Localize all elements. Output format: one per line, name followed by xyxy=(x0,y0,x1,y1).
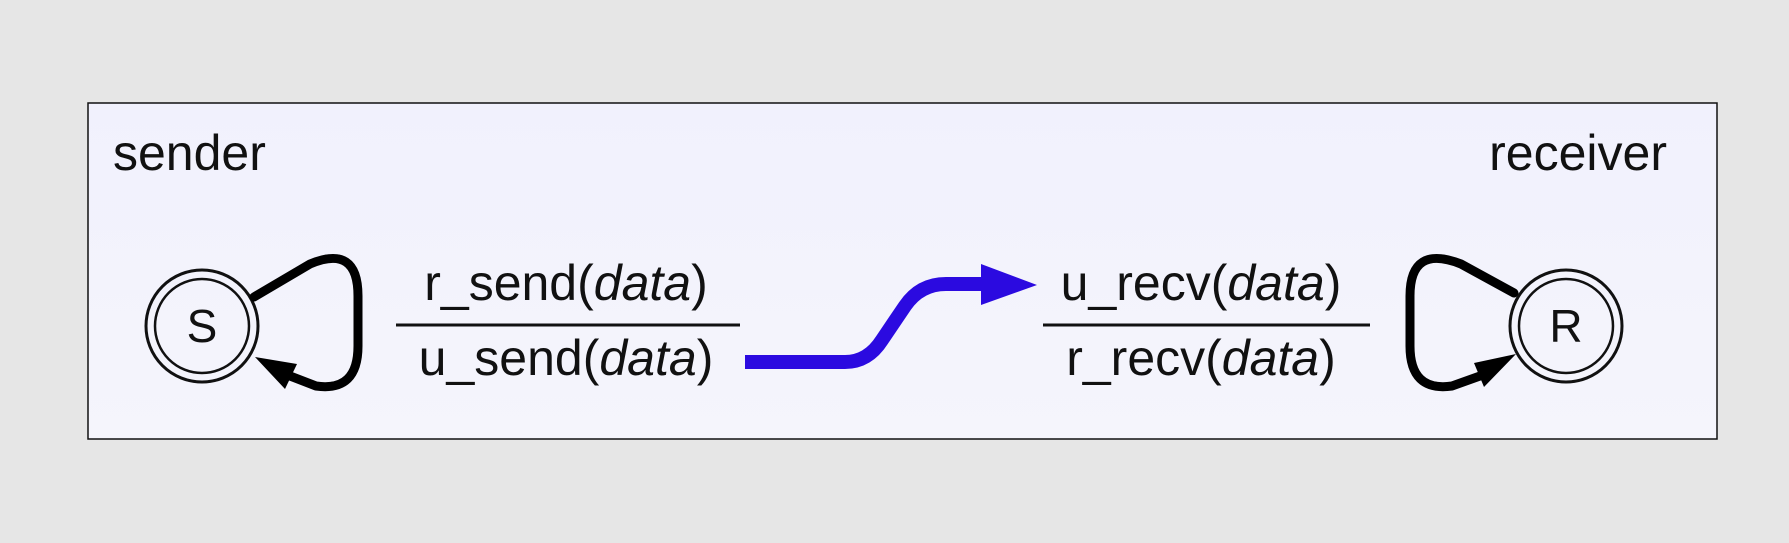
message-arrowhead xyxy=(981,264,1037,305)
receiver-state-letter: R xyxy=(1549,300,1582,352)
sender-state-letter: S xyxy=(187,300,218,352)
message-arrow xyxy=(745,264,1037,369)
sender-self-loop xyxy=(249,253,363,392)
receiver-numerator: u_recv(data) xyxy=(1061,255,1342,311)
sender-state-outer-ring xyxy=(144,268,260,384)
sender-label: sender xyxy=(113,125,266,181)
receiver-label: receiver xyxy=(1489,125,1667,181)
receiver-transition-label: u_recv(data) r_recv(data) xyxy=(1043,255,1370,386)
sender-numerator: r_send(data) xyxy=(424,255,708,311)
sender-denominator: u_send(data) xyxy=(419,330,714,386)
receiver-state-outer-ring xyxy=(1508,268,1624,384)
sender-self-loop-arrowhead xyxy=(255,357,297,389)
receiver-self-loop xyxy=(1405,253,1519,392)
receiver-state: R xyxy=(1508,268,1624,384)
receiver-state-inner-ring xyxy=(1517,277,1615,375)
receiver-denominator: r_recv(data) xyxy=(1066,330,1336,386)
sender-transition-label: r_send(data) u_send(data) xyxy=(396,255,740,386)
sender-state-inner-ring xyxy=(153,277,251,375)
receiver-self-loop-arrowhead xyxy=(1474,354,1516,387)
sender-state: S xyxy=(144,268,260,384)
